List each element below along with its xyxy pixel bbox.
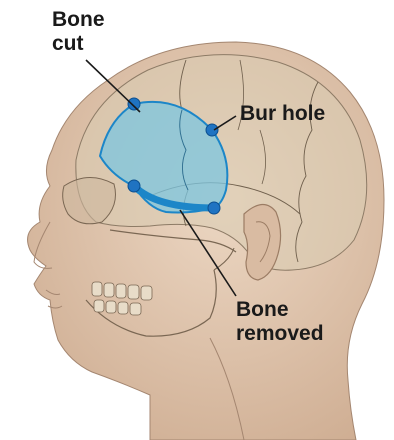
label-bone-cut-line1: Bone: [52, 8, 105, 31]
label-bone-cut-line2: cut: [52, 32, 84, 55]
bur-hole-left-icon: [128, 180, 140, 192]
bur-hole-top-icon: [128, 98, 140, 110]
label-bone-removed-line1: Bone: [236, 298, 289, 321]
bur-hole-right-icon: [206, 124, 218, 136]
bur-hole-bottom-icon: [208, 202, 220, 214]
label-bone-removed-line2: removed: [236, 322, 324, 345]
eye-orbit: [63, 177, 116, 223]
label-bur-hole: Bur hole: [240, 102, 325, 125]
